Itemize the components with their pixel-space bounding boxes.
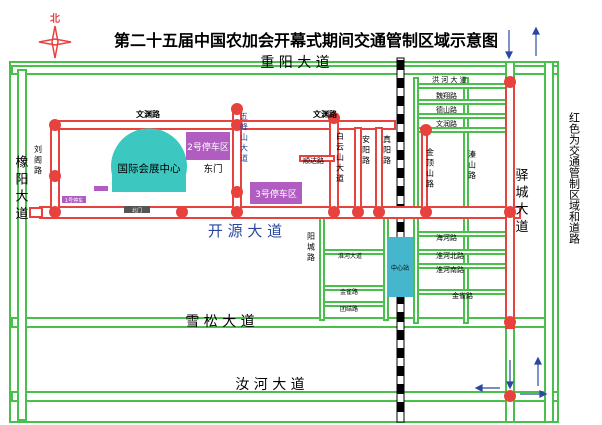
road-kaiyuan <box>39 206 521 219</box>
label-baiyun: 白 云 山 大 道 <box>336 131 345 183</box>
green-roads <box>11 61 559 423</box>
legend-text: 红色为交通管制区域和道路 <box>568 112 581 245</box>
east-gate-label: 东门 <box>203 163 222 175</box>
expo-center <box>110 128 187 192</box>
road-liuge <box>50 124 60 214</box>
label-wenrui: 文润路 <box>436 119 457 128</box>
road-anyang <box>354 127 362 215</box>
map-frame <box>9 61 559 423</box>
road-small-1 <box>413 77 419 324</box>
north-gate-block <box>124 206 150 213</box>
label-qiyu: 魏翔路 <box>436 91 457 100</box>
road-small-2 <box>463 77 469 324</box>
label-shunda: 顺达路 <box>303 156 324 165</box>
label-zhenyang: 真 阳 路 <box>383 134 392 164</box>
label-huaihe: 淮河大道 <box>338 252 362 260</box>
label-anyang: 安 阳 路 <box>362 134 371 164</box>
road-qiyu <box>417 99 509 105</box>
station-label: 中心站 <box>391 264 409 272</box>
parking-3 <box>250 182 302 204</box>
parking-small <box>94 186 108 191</box>
road-shunda <box>299 155 335 162</box>
parking-1 <box>62 196 86 203</box>
parking-3-label: 3号停车区 <box>255 188 297 200</box>
road-mianshan <box>417 113 509 119</box>
label-wufeng: 五 峰 山 大 道 <box>240 112 249 163</box>
label-wenyuan-w: 文渊路 <box>136 109 161 119</box>
compass-icon <box>38 25 72 59</box>
road-ruhe <box>11 391 559 402</box>
road-east <box>544 61 554 423</box>
label-yangcheng: 阳 城 路 <box>307 232 316 261</box>
label-huaiqu: 淮河南路 <box>436 265 464 274</box>
label-yuzhou: 驿 城 大 道 <box>513 168 529 233</box>
label-dingshan: 金 顶 山 路 <box>426 147 435 188</box>
road-zhenyang <box>375 127 383 215</box>
parking-2-label: 2号停车区 <box>187 141 229 153</box>
parking-1-label: 1号停车 <box>65 197 83 204</box>
map-title: 第二十五届中国农加会开幕式期间交通管制区域示意图 <box>114 31 498 50</box>
label-mianshan: 德山路 <box>436 105 457 114</box>
label-liuge: 刘 阁 路 <box>34 144 43 174</box>
parking-2 <box>186 132 230 160</box>
road-xuesong <box>11 317 553 328</box>
label-tuanjie: 团结路 <box>340 305 358 313</box>
label-hongshui: 洪 河 大 道 <box>432 75 467 84</box>
road-wenyuan <box>54 120 396 130</box>
label-ruhe: 汝 河 大 道 <box>235 377 304 393</box>
label-chongyang: 重 阳 大 道 <box>260 55 329 71</box>
label-xuesong: 雪 松 大 道 <box>185 314 254 330</box>
north-gate-label: 北门 <box>132 207 142 214</box>
label-haihe: 海河路 <box>436 233 457 242</box>
compass-label: 北 <box>50 12 60 25</box>
label-jinjie2: 金雀路 <box>452 291 473 300</box>
label-huaiyang: 橡 阳 大 道 <box>13 155 29 220</box>
label-kaiyuan: 开 源 大 道 <box>208 222 282 240</box>
road-hongshui <box>417 83 509 89</box>
label-huaixi: 淮河北路 <box>436 251 464 260</box>
station <box>387 237 413 297</box>
control-points <box>49 76 516 402</box>
road-huaiyang <box>17 69 27 421</box>
road-haihe <box>417 231 509 237</box>
expo-label: 国际会展中心 <box>118 162 181 175</box>
label-wenyuan-e: 文渊路 <box>313 109 338 119</box>
road-chongyang <box>11 65 559 75</box>
control-roads <box>29 77 521 329</box>
label-baoshan: 溱 山 路 <box>468 149 477 179</box>
direction-arrows <box>474 26 548 398</box>
label-jinjia: 金雀路 <box>340 288 358 296</box>
